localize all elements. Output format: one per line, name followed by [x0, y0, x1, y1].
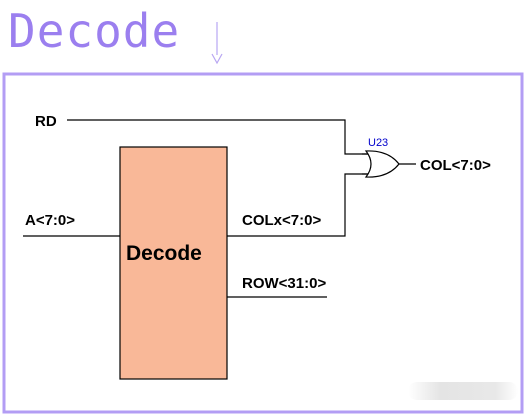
- slide-frame: [2, 72, 524, 414]
- gate-refdes: U23: [368, 137, 388, 149]
- or-gate-icon: [362, 150, 400, 178]
- decode-block: [119, 146, 228, 380]
- addr-label: A<7:0>: [25, 212, 75, 229]
- row-label: ROW<31:0>: [242, 275, 326, 292]
- rd-label: RD: [35, 113, 57, 130]
- slide-title: Decode: [8, 4, 181, 58]
- colx-wire: [227, 173, 370, 237]
- watermark: [408, 382, 518, 400]
- col-label: COL<7:0>: [420, 157, 491, 174]
- down-arrow-icon: [211, 22, 223, 65]
- colx-label: COLx<7:0>: [242, 212, 321, 229]
- decode-block-label: Decode: [126, 242, 202, 265]
- rd-wire: [67, 119, 370, 155]
